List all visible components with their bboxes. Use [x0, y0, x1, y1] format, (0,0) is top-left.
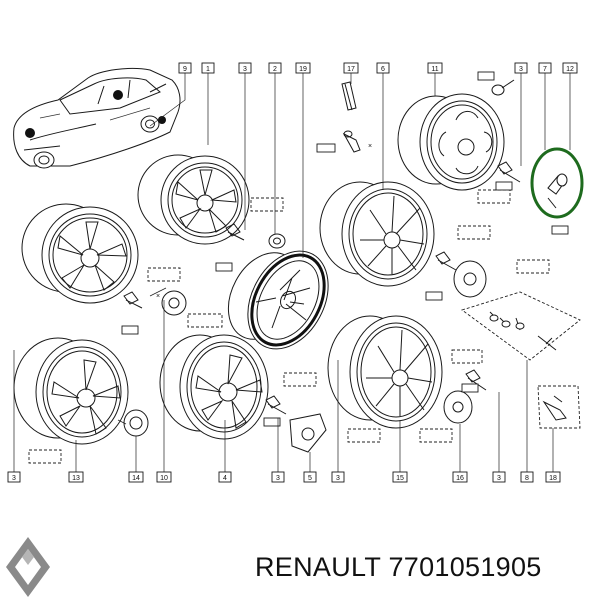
callout-top-3a-text: 3: [243, 66, 247, 73]
callouts-top: 9 1 3 2 19 17 6 11 3 7 12: [178, 62, 578, 74]
placeholder-boxes: [28, 189, 550, 464]
callout-top-11: 11: [427, 62, 443, 74]
wheel-h: [397, 93, 505, 191]
callout-top-3a: 3: [238, 62, 252, 74]
part-number: 7701051905: [388, 552, 542, 582]
callout-top-7: 7: [538, 62, 552, 74]
callout-bottom-10-text: 10: [160, 475, 168, 482]
lug-kit-18: [537, 385, 581, 429]
wheel-h-parts: [491, 79, 521, 183]
callout-top-6: 6: [376, 62, 390, 74]
callout-bottom-8-text: 8: [525, 475, 529, 482]
wheel-b-parts: [225, 223, 286, 249]
callout-top-7-text: 7: [543, 66, 547, 73]
callout-bottom-3c: 3: [331, 471, 345, 483]
callout-top-11-text: 11: [431, 66, 438, 73]
car-illustration: [13, 67, 181, 169]
wheel-g-parts: [443, 369, 487, 424]
callout-bottom-3b: 3: [271, 471, 285, 483]
callout-top-6-text: 6: [381, 66, 385, 73]
wheel-f: [319, 181, 435, 287]
svg-text:×: ×: [156, 293, 160, 300]
callout-bottom-16: 16: [452, 471, 468, 483]
callout-bottom-14: 14: [128, 471, 144, 483]
wheel-g: [327, 315, 443, 429]
callout-bottom-10: 10: [156, 471, 172, 483]
callout-bottom-3a-text: 3: [12, 475, 16, 482]
callouts-bottom: 3 13 14 10 4 3 5 3 15 16 3 8 18: [7, 471, 561, 483]
callout-top-9-text: 9: [183, 66, 187, 73]
wheel-c: [227, 250, 329, 350]
footer: [0, 515, 600, 600]
wheel-f-parts: [435, 251, 487, 298]
callout-top-9: 9: [178, 62, 192, 74]
callout-bottom-18-text: 18: [549, 475, 557, 482]
part-17-valves: ×: [341, 81, 372, 153]
callout-top-19-text: 19: [299, 66, 307, 73]
callout-bottom-16-text: 16: [456, 475, 464, 482]
callout-bottom-5-text: 5: [308, 475, 312, 482]
callout-top-1-text: 1: [206, 66, 210, 73]
callout-bottom-13-text: 13: [72, 475, 80, 482]
callout-bottom-4: 4: [218, 471, 232, 483]
callout-bottom-3a: 3: [7, 471, 21, 483]
callout-bottom-5: 5: [303, 471, 317, 483]
callout-bottom-14-text: 14: [132, 475, 140, 482]
callout-top-19: 19: [295, 62, 311, 74]
leader-lines-bottom: [13, 300, 554, 472]
wheel-b: [137, 154, 250, 245]
callout-top-3b-text: 3: [519, 66, 523, 73]
svg-text:×: ×: [368, 143, 372, 150]
callout-bottom-3d: 3: [492, 471, 506, 483]
callout-top-1: 1: [201, 62, 215, 74]
callout-top-3b: 3: [514, 62, 528, 74]
callout-bottom-3c-text: 3: [336, 475, 340, 482]
callout-bottom-8: 8: [520, 471, 534, 483]
callout-top-2: 2: [268, 62, 282, 74]
part-title: RENAULT 7701051905: [255, 552, 542, 583]
lug-kit-8: [461, 291, 581, 361]
callout-top-17: 17: [343, 62, 359, 74]
callout-bottom-15: 15: [392, 471, 408, 483]
wheel-d: [13, 337, 129, 445]
callout-bottom-4-text: 4: [223, 475, 227, 482]
highlighted-valve-part: [530, 147, 584, 219]
tag-boxes: [121, 71, 569, 427]
wheel-a-parts: ×: [123, 287, 187, 316]
leader-lines-top: [149, 73, 571, 258]
wheel-e: [159, 334, 269, 440]
renault-diamond-logo-icon: [6, 537, 50, 597]
callout-top-2-text: 2: [273, 66, 277, 73]
callout-top-12: 12: [562, 62, 578, 74]
callout-bottom-18: 18: [545, 471, 561, 483]
callout-top-17-text: 17: [347, 66, 355, 73]
callout-bottom-13: 13: [68, 471, 84, 483]
callout-bottom-15-text: 15: [396, 475, 404, 482]
brand-name: RENAULT: [255, 552, 381, 582]
wheel-a: [21, 203, 139, 304]
callout-bottom-3b-text: 3: [276, 475, 280, 482]
callout-top-12-text: 12: [566, 66, 574, 73]
wheel-parts-diagram: ×: [7, 62, 584, 483]
wheel-e-parts: [265, 395, 327, 453]
callout-bottom-3d-text: 3: [497, 475, 501, 482]
